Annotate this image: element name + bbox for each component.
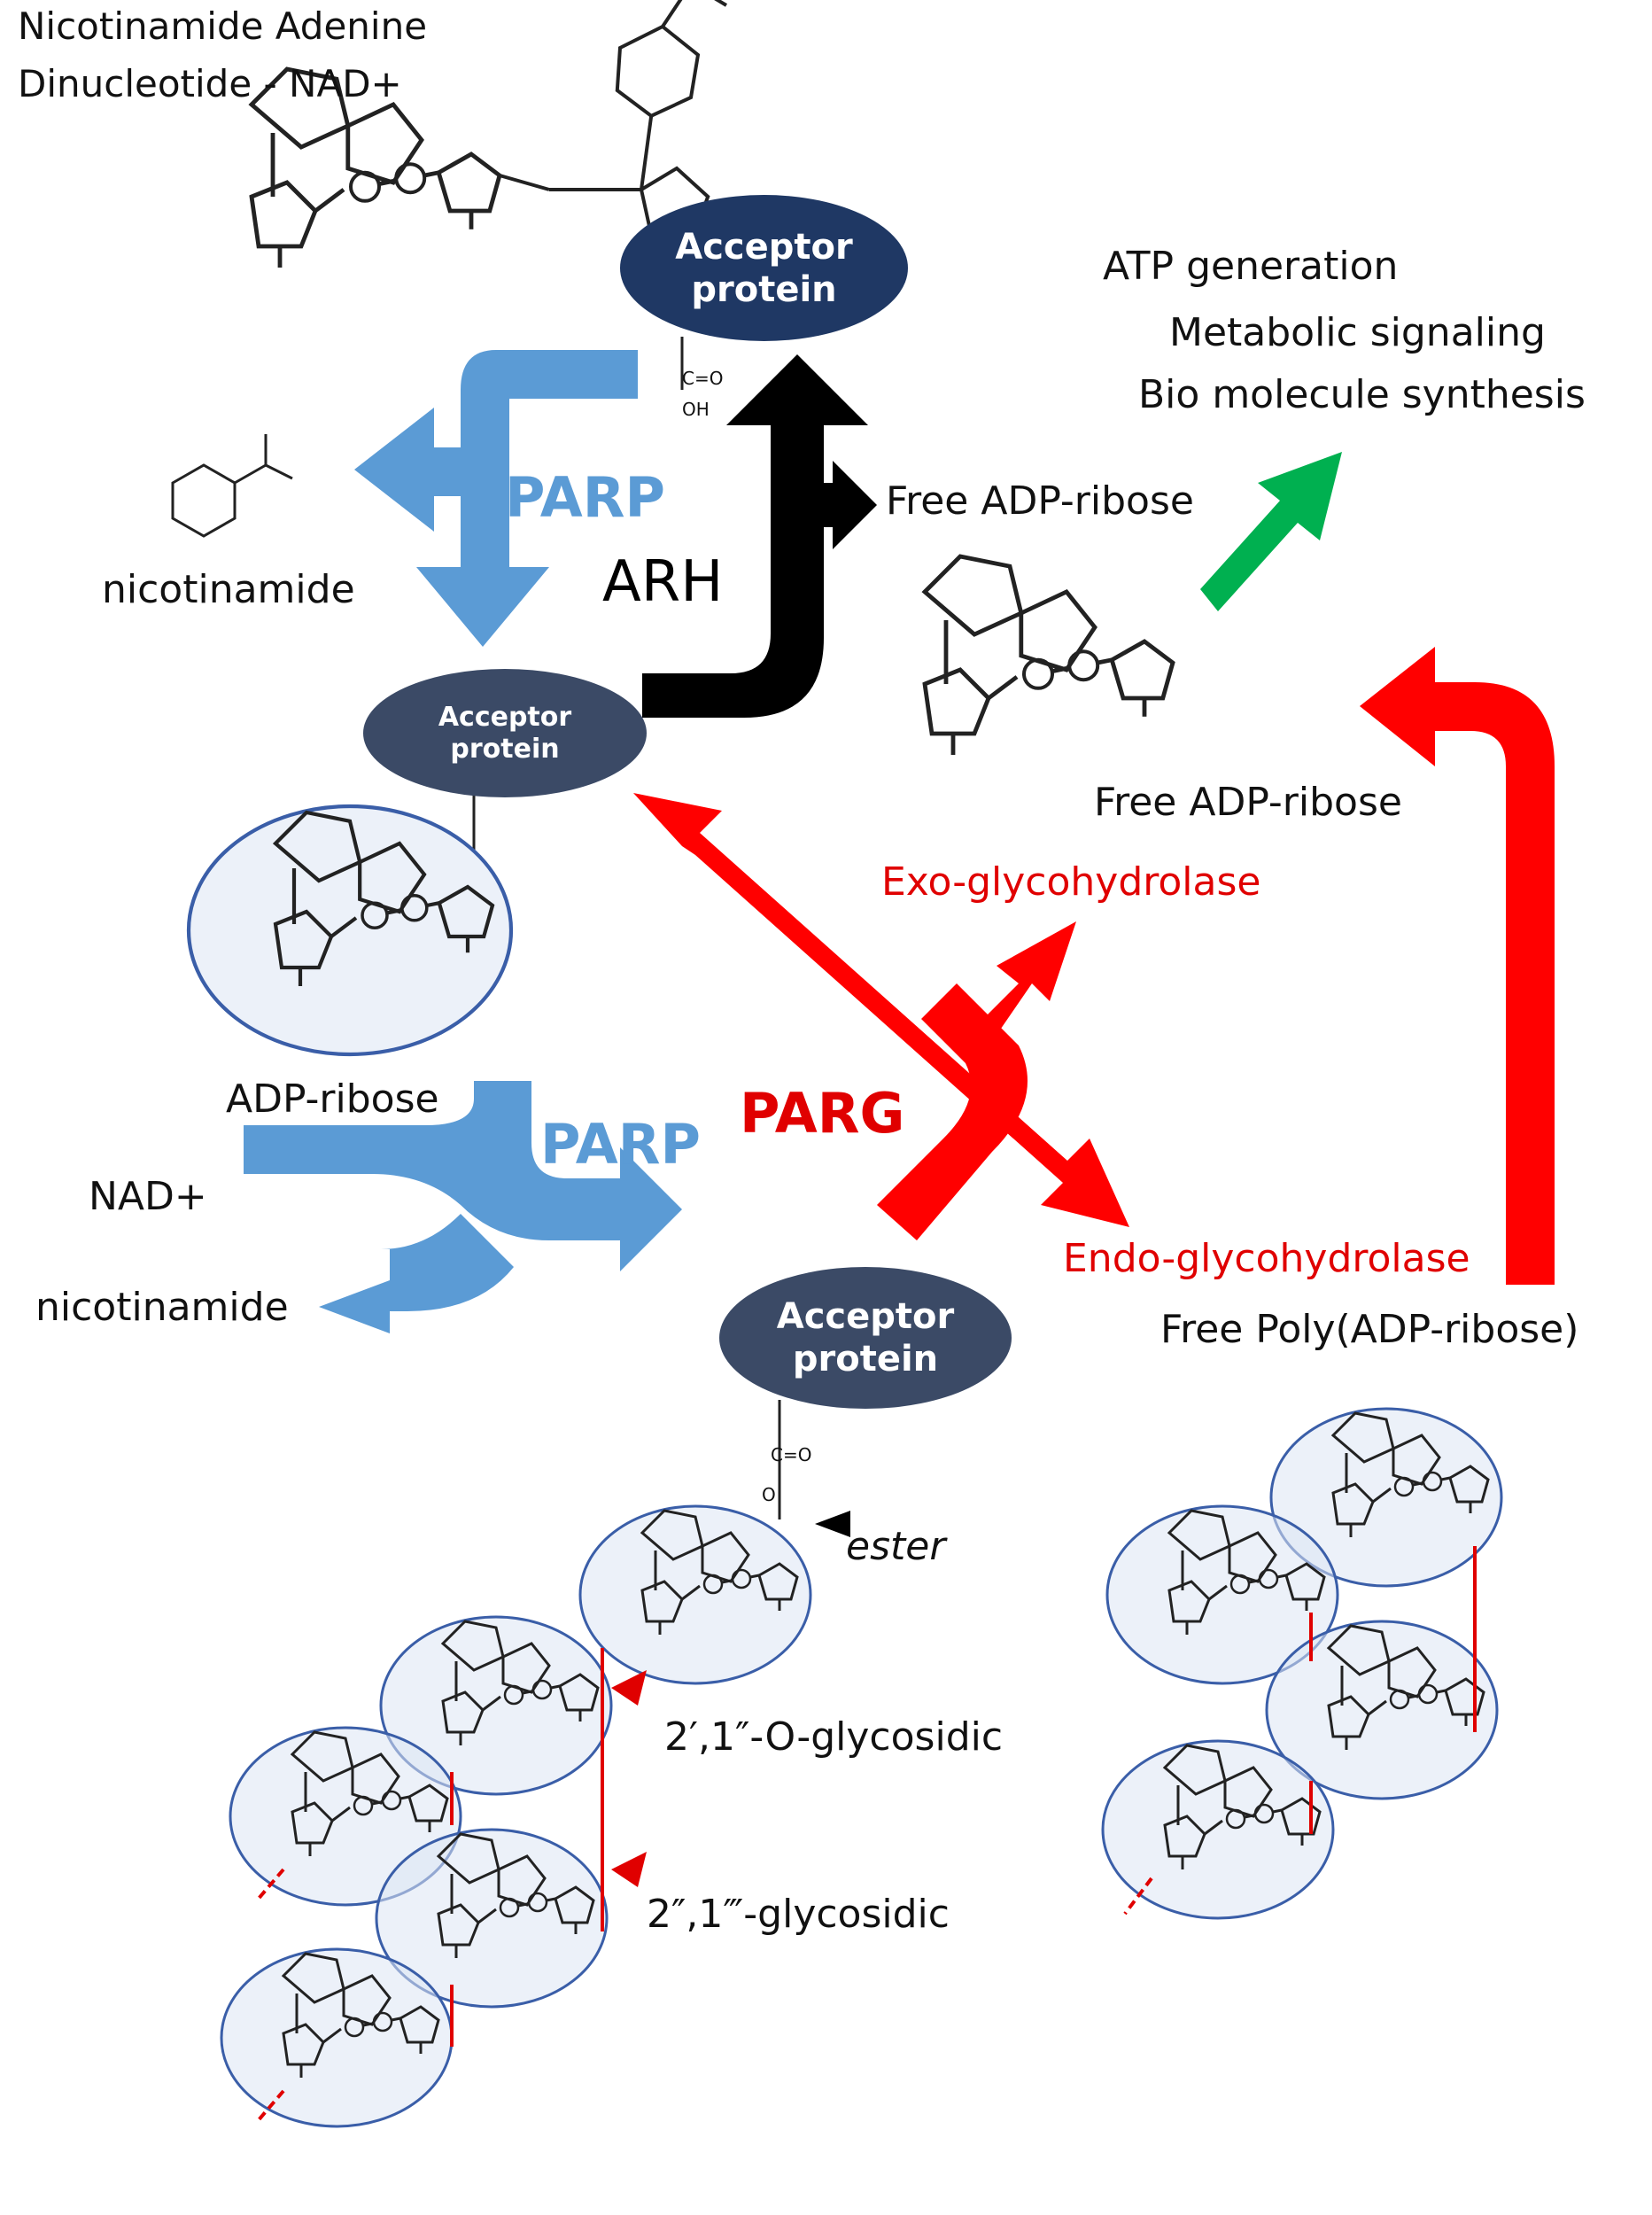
acceptor-top-line1: Acceptor: [675, 226, 853, 268]
nad-title-line1: Nicotinamide Adenine: [18, 4, 428, 48]
acceptor-bottom-line2: protein: [792, 1339, 939, 1380]
endo-glycohydrolase-label: Endo-glycohydrolase: [1063, 1236, 1470, 1281]
exo-glycohydrolase-label: Exo-glycohydrolase: [881, 859, 1261, 905]
parp-bottom-arrow: [244, 1081, 682, 1271]
parg-label: PARG: [740, 1081, 905, 1146]
outcome-metabolic: Metabolic signaling: [1169, 310, 1546, 355]
outcome-atp: ATP generation: [1103, 244, 1399, 289]
acceptor-top-line2: protein: [691, 268, 837, 310]
carboxyl-top: C=O: [682, 368, 724, 389]
free-poly-adp-ribose-label: Free Poly(ADP-ribose): [1160, 1307, 1579, 1352]
o-glycosidic-label: 2′,1″-O-glycosidic: [664, 1714, 1004, 1760]
hydroxyl-top: OH: [682, 399, 710, 420]
arh-label: ARH: [602, 549, 724, 615]
parg-diagonal-arrow: [633, 793, 1129, 1227]
parp-top-arrow: [416, 350, 638, 647]
parp-top-label: PARP: [505, 465, 665, 530]
arh-arrow: [642, 354, 868, 718]
ester-label: ester: [846, 1524, 946, 1569]
adp-ribose-label: ADP-ribose: [226, 1076, 439, 1122]
nad-plus-label: NAD+: [89, 1174, 207, 1219]
outcome-biosynthesis: Bio molecule synthesis: [1138, 372, 1586, 417]
adp-ribose-bubble: [189, 806, 511, 1054]
free-adp-ribose-molecule: [925, 556, 1173, 755]
free-poly-return-arrow: [1360, 647, 1555, 1285]
glycosidic-label: 2″,1‴-glycosidic: [647, 1892, 950, 1937]
nicotinamide-release-arrow: [354, 408, 461, 532]
parp-bottom-label: PARP: [540, 1112, 701, 1177]
outcomes-arrow: [1200, 452, 1342, 611]
carboxyl-bottom: C=O: [771, 1444, 812, 1465]
free-adp-ribose-top-label: Free ADP-ribose: [886, 478, 1194, 524]
parg-stem-arrow: [877, 983, 1028, 1240]
nicotinamide-top-label: nicotinamide: [102, 567, 355, 612]
arh-side-arrow: [824, 461, 877, 549]
acceptor-mid-line1: Acceptor: [438, 701, 572, 733]
nicotinamide-molecule: [171, 434, 293, 538]
free-adp-ribose-right-label: Free ADP-ribose: [1094, 780, 1402, 825]
poly-adp-ribose-chain: [221, 1506, 850, 2126]
nicotinamide-bottom-arrow: [319, 1214, 514, 1333]
ester-oxygen: O: [762, 1484, 776, 1505]
nicotinamide-bottom-label: nicotinamide: [35, 1285, 289, 1330]
nad-title-line2: Dinucleotide - NAD+: [18, 62, 402, 105]
acceptor-mid-line2: protein: [450, 733, 560, 765]
exo-arrow: [966, 921, 1076, 1054]
free-poly-adp-ribose-chain: [1103, 1409, 1501, 1918]
acceptor-bottom-line1: Acceptor: [776, 1296, 955, 1337]
